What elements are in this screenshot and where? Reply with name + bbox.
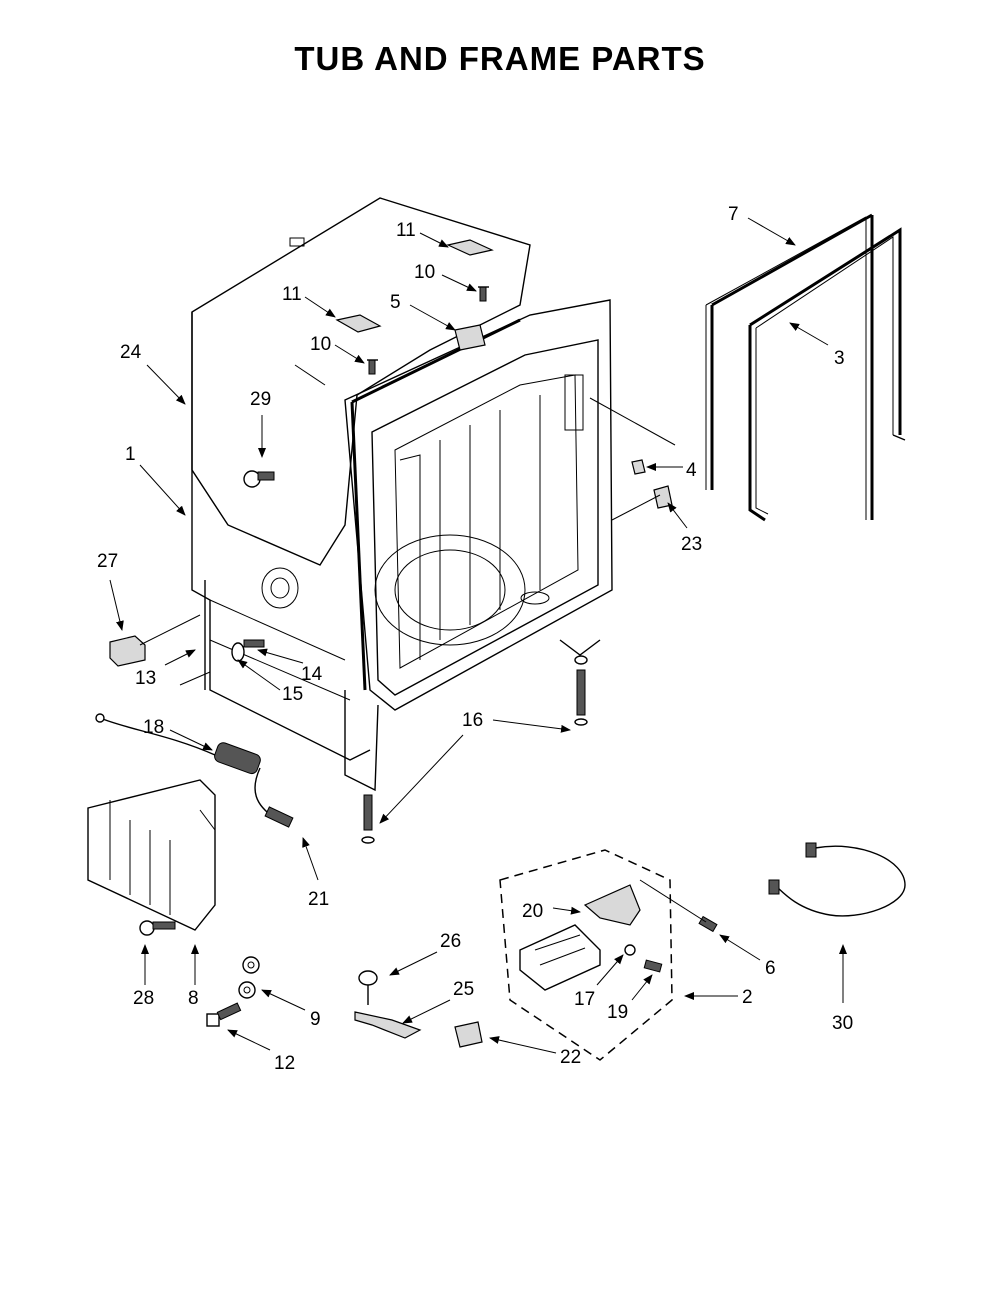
callout-14: 14 xyxy=(301,664,323,685)
latch-washer xyxy=(624,944,636,956)
hex-screw xyxy=(206,1002,242,1027)
drain-clip xyxy=(358,970,378,1005)
callout-3: 3 xyxy=(834,348,845,369)
callout-7: 7 xyxy=(728,204,739,225)
tub-body xyxy=(344,299,613,711)
callout-2: 2 xyxy=(742,987,753,1008)
callout-6: 6 xyxy=(765,958,776,979)
callout-25: 25 xyxy=(453,979,474,1000)
callout-4: 4 xyxy=(686,460,697,481)
door-stop xyxy=(631,459,646,475)
latch-mount-screw xyxy=(643,959,663,973)
callout-11-lower: 11 xyxy=(282,284,302,305)
callout-24: 24 xyxy=(120,342,142,363)
callout-26: 26 xyxy=(440,931,461,952)
latch-cover xyxy=(583,884,641,926)
callout-21: 21 xyxy=(308,889,329,910)
callout-1: 1 xyxy=(125,444,136,465)
callout-23: 23 xyxy=(681,534,702,555)
tub-plug xyxy=(243,470,275,488)
toe-panel-bracket xyxy=(87,779,216,931)
callout-15: 15 xyxy=(282,684,303,705)
page-title: TUB AND FRAME PARTS xyxy=(294,40,706,77)
callout-13: 13 xyxy=(135,668,156,689)
hex-nut-upper xyxy=(242,956,260,974)
callout-18: 18 xyxy=(143,717,164,738)
tub-bracket xyxy=(454,324,486,351)
leveling-leg-right xyxy=(574,655,588,726)
leader-lines xyxy=(109,217,847,1054)
callout-27: 27 xyxy=(97,551,118,572)
callout-16: 16 xyxy=(462,710,483,731)
tub-seal xyxy=(748,227,906,522)
callout-30: 30 xyxy=(832,1013,853,1034)
callout-8: 8 xyxy=(188,988,199,1009)
panel-screw xyxy=(139,920,176,936)
hinge-bracket-upper xyxy=(446,239,494,302)
callout-9: 9 xyxy=(310,1009,321,1030)
leveling-block xyxy=(109,635,146,667)
tub-assembly xyxy=(191,197,613,792)
wire-clip xyxy=(454,1021,483,1048)
callout-labels: 11 10 11 10 5 24 29 1 7 3 4 23 27 13 14 … xyxy=(97,204,853,1074)
hinge-bracket-lower xyxy=(335,314,382,375)
drain-bracket xyxy=(354,1011,422,1039)
mounting-screw-washer xyxy=(231,639,265,662)
callout-12: 12 xyxy=(274,1053,295,1074)
callout-28: 28 xyxy=(133,988,154,1009)
hex-nut-lower xyxy=(238,981,256,999)
leveling-leg-left xyxy=(361,794,375,844)
wire-harness xyxy=(768,842,906,917)
latch-assembly-group xyxy=(499,849,718,1061)
callout-20: 20 xyxy=(522,901,543,922)
callout-22: 22 xyxy=(560,1047,581,1068)
callout-10-upper: 10 xyxy=(414,262,435,283)
callout-19: 19 xyxy=(607,1002,628,1023)
door-cable-spring xyxy=(95,713,294,828)
callout-17: 17 xyxy=(574,989,595,1010)
callout-29: 29 xyxy=(250,389,271,410)
callout-10-lower: 10 xyxy=(310,334,331,355)
callout-5: 5 xyxy=(390,292,401,313)
door-gasket xyxy=(705,213,874,520)
callout-11-upper: 11 xyxy=(396,220,416,241)
